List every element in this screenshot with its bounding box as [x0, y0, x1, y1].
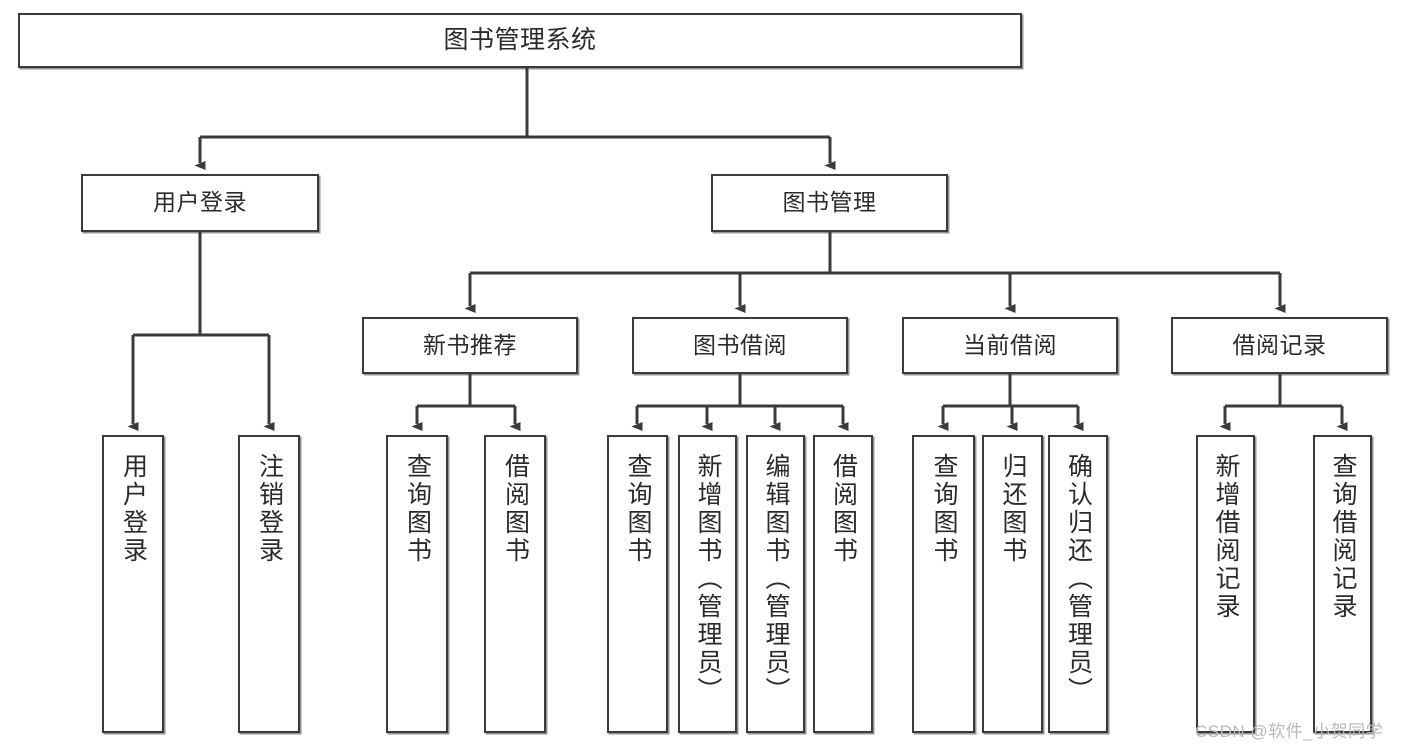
leaf-record-add-borrow-record[interactable]: 新增借阅记录 — [1196, 435, 1255, 733]
node-label: 新书推荐 — [423, 331, 517, 358]
leaf-user-logout[interactable]: 注销登录 — [238, 435, 300, 733]
leaf-borrow-edit-book-admin[interactable]: 编辑图书（管理员） — [746, 435, 805, 733]
node-user-login[interactable]: 用户登录 — [81, 174, 319, 232]
leaf-borrow-add-book-admin[interactable]: 新增图书（管理员） — [678, 435, 737, 733]
leaf-current-return-book[interactable]: 归还图书 — [982, 435, 1043, 733]
node-label: 归还图书 — [999, 453, 1027, 565]
node-current-borrow[interactable]: 当前借阅 — [902, 317, 1118, 374]
leaf-user-login[interactable]: 用户登录 — [102, 435, 164, 733]
node-label: 用户登录 — [119, 453, 148, 565]
node-borrow-record[interactable]: 借阅记录 — [1171, 317, 1388, 374]
node-label: 图书管理 — [782, 189, 877, 216]
leaf-recommend-query-book[interactable]: 查询图书 — [386, 435, 448, 733]
leaf-current-confirm-return-admin[interactable]: 确认归还（管理员） — [1048, 435, 1108, 733]
node-label: 借阅图书 — [829, 453, 858, 565]
node-label: 当前借阅 — [963, 331, 1057, 358]
node-label: 注销登录 — [255, 453, 284, 565]
node-label: 编辑图书（管理员） — [762, 453, 790, 705]
node-label: 借阅图书 — [501, 453, 530, 565]
node-label: 查询借阅记录 — [1329, 453, 1357, 621]
node-label: 用户登录 — [153, 189, 247, 216]
node-label: 图书借阅 — [693, 331, 787, 358]
node-label: 新增图书（管理员） — [694, 453, 722, 705]
leaf-record-query-borrow-record[interactable]: 查询借阅记录 — [1313, 435, 1372, 733]
node-root-system[interactable]: 图书管理系统 — [18, 13, 1022, 68]
leaf-borrow-query-book[interactable]: 查询图书 — [607, 435, 668, 733]
leaf-borrow-borrow-book[interactable]: 借阅图书 — [813, 435, 873, 733]
node-label: 借阅记录 — [1232, 331, 1327, 358]
node-label: 新增借阅记录 — [1212, 453, 1240, 621]
node-new-book-recommend[interactable]: 新书推荐 — [362, 317, 578, 374]
leaf-current-query-book[interactable]: 查询图书 — [912, 435, 975, 733]
node-label: 确认归还（管理员） — [1064, 453, 1093, 705]
node-label: 查询图书 — [403, 453, 432, 565]
node-label: 查询图书 — [624, 453, 652, 565]
node-book-borrow[interactable]: 图书借阅 — [632, 317, 848, 374]
node-book-management[interactable]: 图书管理 — [711, 174, 948, 232]
leaf-recommend-borrow-book[interactable]: 借阅图书 — [484, 435, 546, 733]
node-label: 图书管理系统 — [443, 25, 597, 54]
node-label: 查询图书 — [930, 453, 958, 565]
watermark-credit: CSDN @软件_小贺同学 — [1195, 722, 1384, 741]
